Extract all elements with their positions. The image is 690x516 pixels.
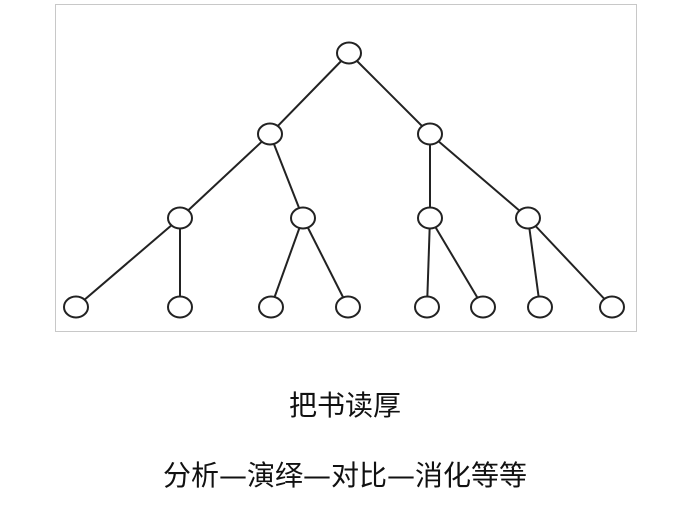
tree-edges xyxy=(75,52,613,308)
caption-title: 把书读厚 xyxy=(288,389,401,422)
tree-node-L2-d xyxy=(515,206,541,230)
tree-node-root xyxy=(336,41,362,65)
tree-node-L1-a xyxy=(257,122,283,146)
tree-edge-L2-d-to-L3-h xyxy=(527,217,613,308)
tree-edge-L2-c-to-L3-e xyxy=(426,217,431,308)
tree-edge-root-to-L1-a xyxy=(269,52,350,135)
tree-edge-L1-a-to-L2-a xyxy=(179,133,271,219)
tree-edge-L2-b-to-L3-c xyxy=(270,217,304,308)
tree-nodes xyxy=(63,41,625,319)
tree-diagram-frame xyxy=(55,4,637,332)
tree-node-L3-g xyxy=(527,295,553,319)
tree-edge-L1-a-to-L2-b xyxy=(269,133,304,219)
tree-node-L3-d xyxy=(335,295,361,319)
caption-subtitle: 分析—演绎—对比—消化等等 xyxy=(162,459,527,492)
tree-node-L2-b xyxy=(290,206,316,230)
tree-edge-L1-b-to-L2-d xyxy=(429,133,529,219)
tree-edge-L2-d-to-L3-g xyxy=(527,217,541,308)
tree-edge-L2-a-to-L3-a xyxy=(75,217,181,308)
tree-node-L3-c xyxy=(258,295,284,319)
tree-node-L3-b xyxy=(167,295,193,319)
tree-diagram xyxy=(63,41,625,319)
tree-node-L2-a xyxy=(167,206,193,230)
tree-edge-L2-c-to-L3-f xyxy=(429,217,484,308)
tree-node-L3-f xyxy=(470,295,496,319)
tree-node-L3-e xyxy=(414,295,440,319)
tree-edge-root-to-L1-b xyxy=(348,52,431,135)
tree-node-L1-b xyxy=(417,122,443,146)
tree-edge-L2-b-to-L3-d xyxy=(302,217,349,308)
tree-node-L3-a xyxy=(63,295,89,319)
tree-node-L3-h xyxy=(599,295,625,319)
tree-node-L2-c xyxy=(417,206,443,230)
